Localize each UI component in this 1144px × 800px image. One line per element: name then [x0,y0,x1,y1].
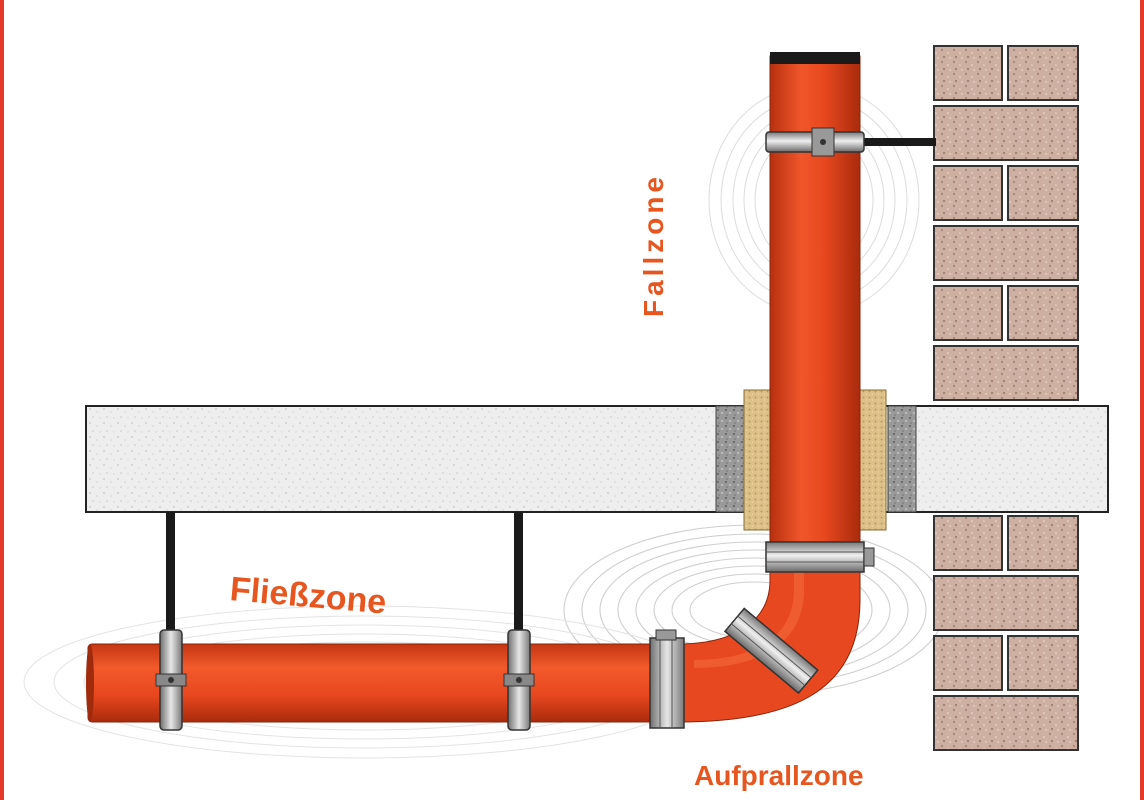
concrete-slab [85,405,1109,513]
pipe-clamp-left [155,629,187,731]
brick-wall [933,45,1079,751]
coupling-horizontal [649,629,685,729]
wall-bracket-rod [862,138,936,146]
fall-zone-label: Fallzone [638,172,669,318]
pipe-clamp-wall [765,127,865,157]
drainage-pipe-diagram [23,45,1109,759]
pipe-clamp-right [503,629,535,731]
impact-zone-label: Aufprallzone [694,760,864,791]
coupling-vertical [765,541,875,573]
coupling-bend [723,607,819,695]
hanger-rods [166,512,523,636]
insulation-sleeve [743,389,887,531]
